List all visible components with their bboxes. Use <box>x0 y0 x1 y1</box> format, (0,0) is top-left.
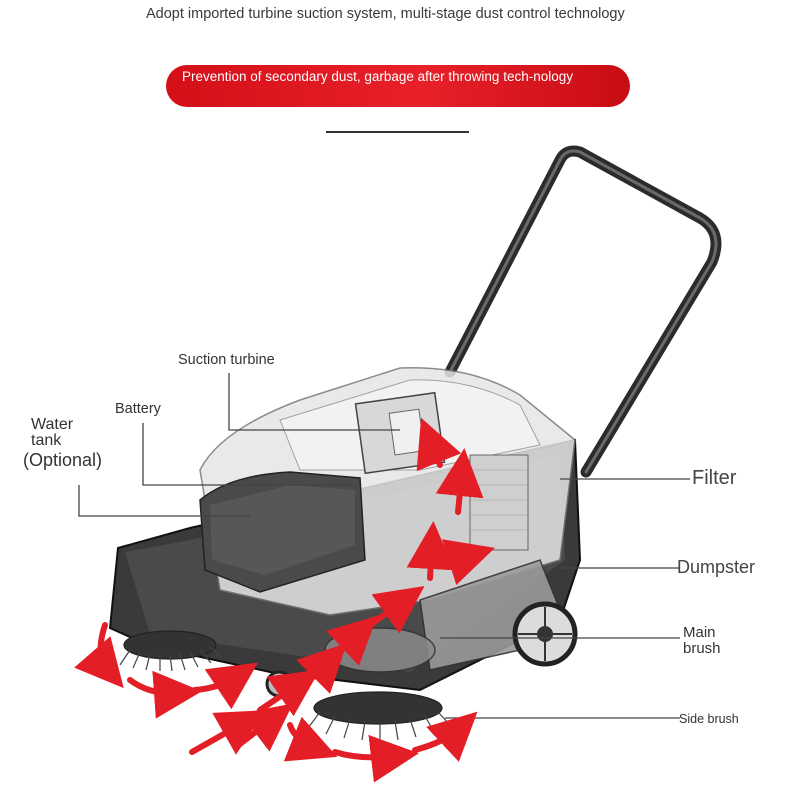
banner-text: Prevention of secondary dust, garbage af… <box>182 69 573 84</box>
main-brush-label-line1: Main <box>683 624 716 641</box>
rear-wheel <box>512 601 578 667</box>
leader-lines <box>78 373 690 719</box>
main-brush-label-line2: brush <box>683 640 721 657</box>
battery-label: Battery <box>115 401 161 417</box>
water-tank-label-line3: (Optional) <box>23 450 103 470</box>
side-brush-right <box>307 691 451 741</box>
battery-block <box>199 471 366 593</box>
divider-line <box>326 131 469 133</box>
side-brush-left <box>119 630 223 672</box>
handle <box>444 145 722 478</box>
headline-text: Adopt imported turbine suction system, m… <box>146 6 625 22</box>
dumpster-label: Dumpster <box>677 557 756 577</box>
suction-turbine-label: Suction turbine <box>178 352 275 368</box>
water-tank-label-line2: tank <box>31 432 62 449</box>
water-tank-label-line1: Water <box>31 416 74 433</box>
filter-label: Filter <box>692 467 737 489</box>
airflow-arrows <box>74 417 495 783</box>
side-brush-label: Side brush <box>679 712 739 726</box>
red-banner: Prevention of secondary dust, garbage af… <box>166 65 630 107</box>
